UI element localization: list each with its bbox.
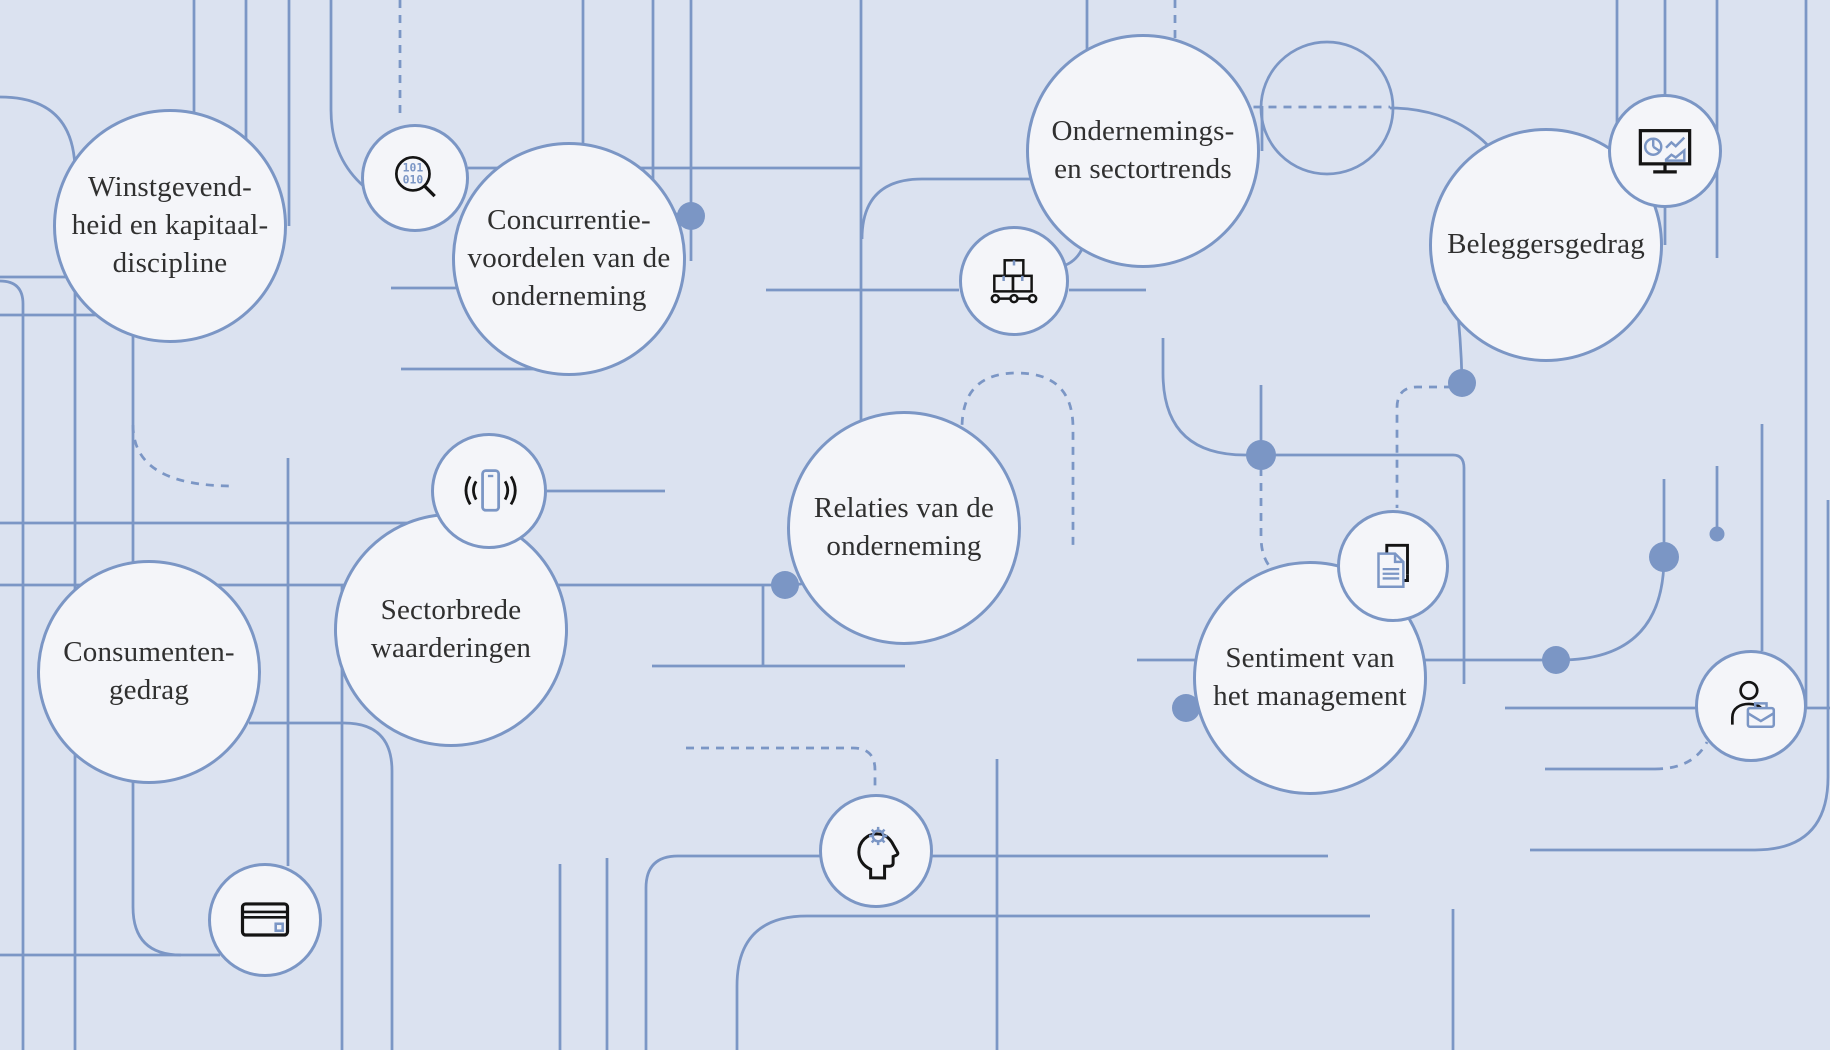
node-label: Sentiment van het management: [1213, 642, 1407, 712]
node-winstgevendheid: Winstgevend- heid en kapitaal- disciplin…: [53, 109, 287, 343]
monitor-charts-icon: [1608, 94, 1722, 208]
svg-text:010: 010: [403, 173, 424, 187]
node-label: Sectorbrede waarderingen: [370, 594, 532, 664]
node-relaties: Relaties van de onderneming: [787, 411, 1021, 645]
node-label: Consumenten- gedrag: [63, 636, 235, 706]
node-label: Winstgevend- heid en kapitaal- disciplin…: [71, 171, 269, 279]
node-consumentengedrag: Consumenten- gedrag: [37, 560, 261, 784]
node-label: Beleggersgedrag: [1447, 228, 1645, 261]
svg-text:101: 101: [403, 160, 424, 174]
node-ondernemingstrends: Ondernemings- en sectortrends: [1026, 34, 1260, 268]
credit-card-icon: [208, 863, 322, 977]
node-label: Relaties van de onderneming: [813, 492, 995, 562]
node-concurrentievoordelen: Concurrentie- voordelen van de ondernemi…: [452, 142, 686, 376]
stacked-boxes-icon: [959, 226, 1069, 336]
documents-icon: [1337, 510, 1449, 622]
phone-signal-icon: [431, 433, 547, 549]
node-label: Ondernemings- en sectortrends: [1051, 115, 1235, 185]
person-briefcase-icon: [1695, 650, 1807, 762]
node-sectorbrede: Sectorbrede waarderingen: [334, 513, 568, 747]
binary-search-icon: 101 010: [361, 124, 469, 232]
head-gear-icon: [819, 794, 933, 908]
node-label: Concurrentie- voordelen van de ondernemi…: [467, 204, 671, 312]
